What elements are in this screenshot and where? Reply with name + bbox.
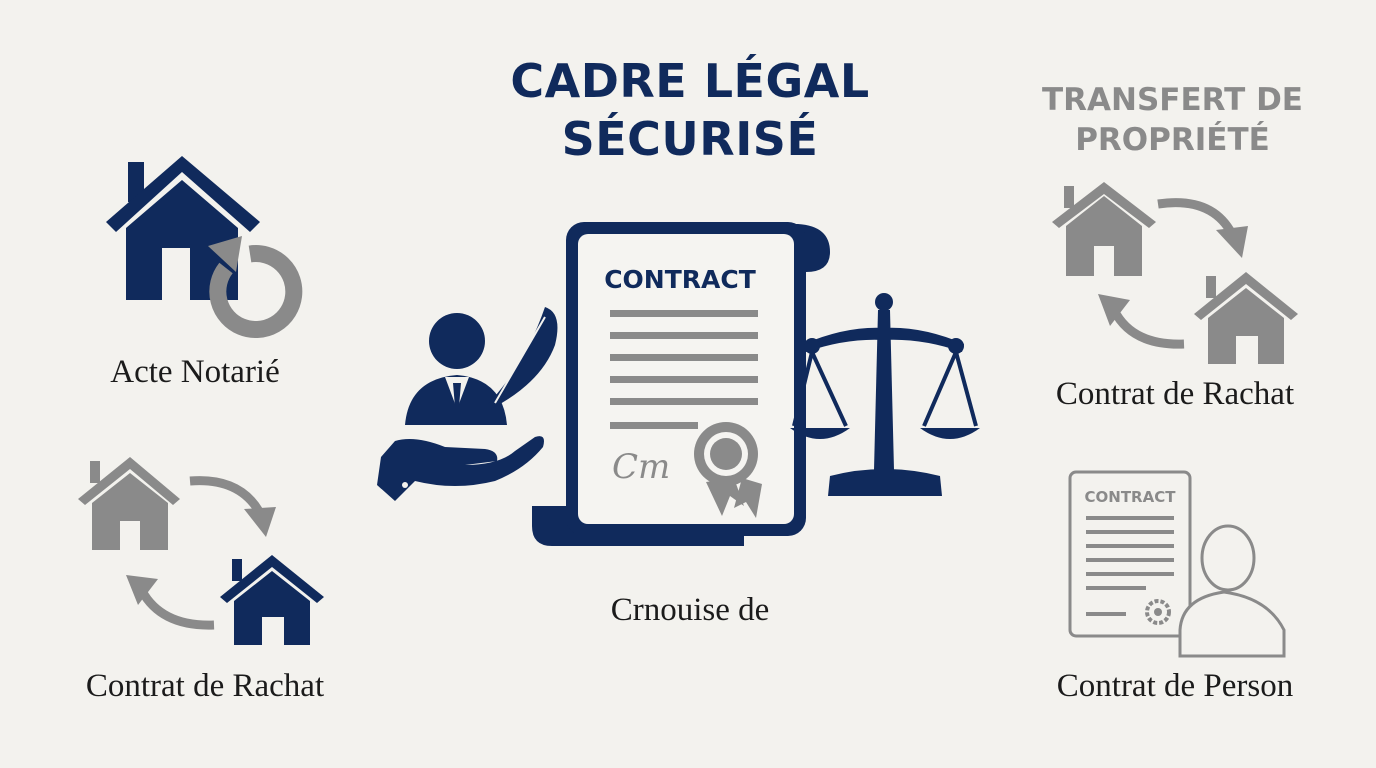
notary-hand-icon [377,307,558,501]
contract-scroll-icon: CONTRACT Cm [532,222,830,546]
label-center: Crnouise de [610,592,770,628]
right-section-title: TRANSFERT DE PROPRIÉTÉ [1000,80,1345,160]
right-title-line-1: TRANSFERT DE [1042,82,1303,118]
house-exchange-icon [78,457,324,645]
label-acte-notarie: Acte Notarié [110,354,280,390]
title-line-1: CADRE LÉGAL [510,54,870,108]
title-line-2: SÉCURISÉ [561,112,819,166]
label-contrat-person: Contrat de Person [1056,668,1294,704]
signature: Cm [612,447,670,487]
house-exchange-icon-right [1052,182,1298,364]
seal-icon [694,422,762,518]
scales-icon [790,293,980,496]
person-contract-icon: CONTRACT [1068,470,1286,658]
small-contract-heading: CONTRACT [1085,488,1177,506]
label-contrat-rachat-left: Contrat de Rachat [85,668,325,704]
page-title: CADRE LÉGAL SÉCURISÉ [430,52,950,168]
label-contrat-rachat-right: Contrat de Rachat [1055,376,1295,412]
right-title-line-2: PROPRIÉTÉ [1075,122,1270,158]
house-refresh-icon [106,156,303,338]
contract-heading: CONTRACT [604,265,756,294]
